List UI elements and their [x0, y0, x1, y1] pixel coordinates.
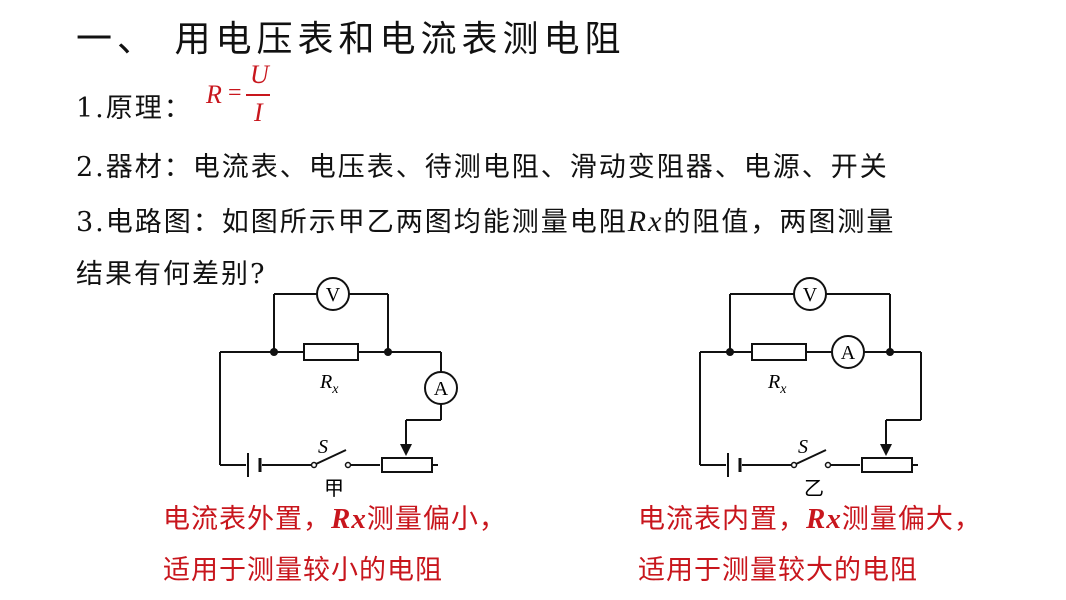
- slider-arrow-icon: [400, 444, 412, 456]
- resistor-label: Rx: [319, 371, 339, 397]
- diagram-caption: 乙: [804, 478, 824, 500]
- junction-dot: [270, 348, 278, 356]
- circuit-line-2: 结果有何差别?: [76, 259, 267, 290]
- note-left-text-b: 测量偏小，: [366, 504, 507, 535]
- formula-fraction-bar: [246, 94, 270, 96]
- circuit-line-1: 3.电路图：如图所示甲乙两图均能测量电阻Rx的阻值，两图测量: [76, 200, 895, 239]
- circuit-diagram-right: V Rx A S 乙: [699, 277, 922, 500]
- ammeter-label: A: [841, 342, 856, 364]
- formula-denominator: I: [254, 98, 263, 127]
- ammeter-icon: [424, 371, 458, 405]
- voltmeter-icon: [793, 277, 827, 311]
- circuit-diagram-left: V Rx A S 甲: [219, 277, 458, 500]
- resistor-icon: [751, 343, 807, 361]
- rheostat-icon: [861, 457, 913, 473]
- note-right-line-1: 电流表内置，Rx测量偏大，: [638, 497, 982, 536]
- circuit-rx: Rx: [627, 205, 664, 238]
- slider-arrow-icon: [880, 444, 892, 456]
- note-right-text-b: 测量偏大，: [841, 504, 982, 535]
- note-left-text-a: 电流表外置，: [163, 504, 331, 535]
- junction-dot: [886, 348, 894, 356]
- switch-contact: [824, 461, 832, 469]
- equipment-line: 2.器材：电流表、电压表、待测电阻、滑动变阻器、电源、开关: [76, 145, 889, 184]
- rheostat-icon: [381, 457, 433, 473]
- switch-label: S: [798, 436, 808, 458]
- junction-dot: [726, 348, 734, 356]
- voltmeter-label: V: [803, 284, 818, 306]
- note-right-line-2: 适用于测量较大的电阻: [638, 555, 918, 586]
- ohms-law-formula: R = U I: [206, 60, 270, 132]
- switch-pivot: [310, 461, 318, 469]
- switch-label: S: [318, 436, 328, 458]
- resistor-icon: [303, 343, 359, 361]
- note-left-line-2: 适用于测量较小的电阻: [163, 555, 443, 586]
- circuit-text-b: 的阻值，两图测量: [663, 207, 896, 238]
- ammeter-label: A: [434, 378, 449, 400]
- note-right-rx: Rx: [806, 503, 842, 535]
- voltmeter-icon: [316, 277, 350, 311]
- diagram-caption: 甲: [324, 478, 344, 500]
- ammeter-icon: [831, 335, 865, 369]
- voltmeter-label: V: [326, 284, 341, 306]
- formula-r: R: [206, 80, 222, 109]
- equipment-text: 电流表、电压表、待测电阻、滑动变阻器、电源、开关: [192, 152, 889, 183]
- equipment-label: 2.器材：: [76, 152, 193, 183]
- switch-blade-icon: [315, 449, 347, 465]
- note-left-rx: Rx: [331, 503, 367, 535]
- resistor-label: Rx: [767, 371, 787, 397]
- circuit-text-a: 3.电路图：如图所示甲乙两图均能测量电阻: [76, 207, 628, 238]
- note-right-text-a: 电流表内置，: [638, 504, 806, 535]
- switch-blade-icon: [795, 449, 827, 465]
- junction-dot: [384, 348, 392, 356]
- formula-equals: =: [228, 80, 242, 106]
- formula-numerator: U: [250, 60, 269, 89]
- note-left-line-1: 电流表外置，Rx测量偏小，: [163, 497, 507, 536]
- principle-label: 1.原理：: [76, 93, 193, 124]
- switch-contact: [344, 461, 352, 469]
- page-title: 一、 用电压表和电流表测电阻: [76, 19, 626, 60]
- switch-pivot: [790, 461, 798, 469]
